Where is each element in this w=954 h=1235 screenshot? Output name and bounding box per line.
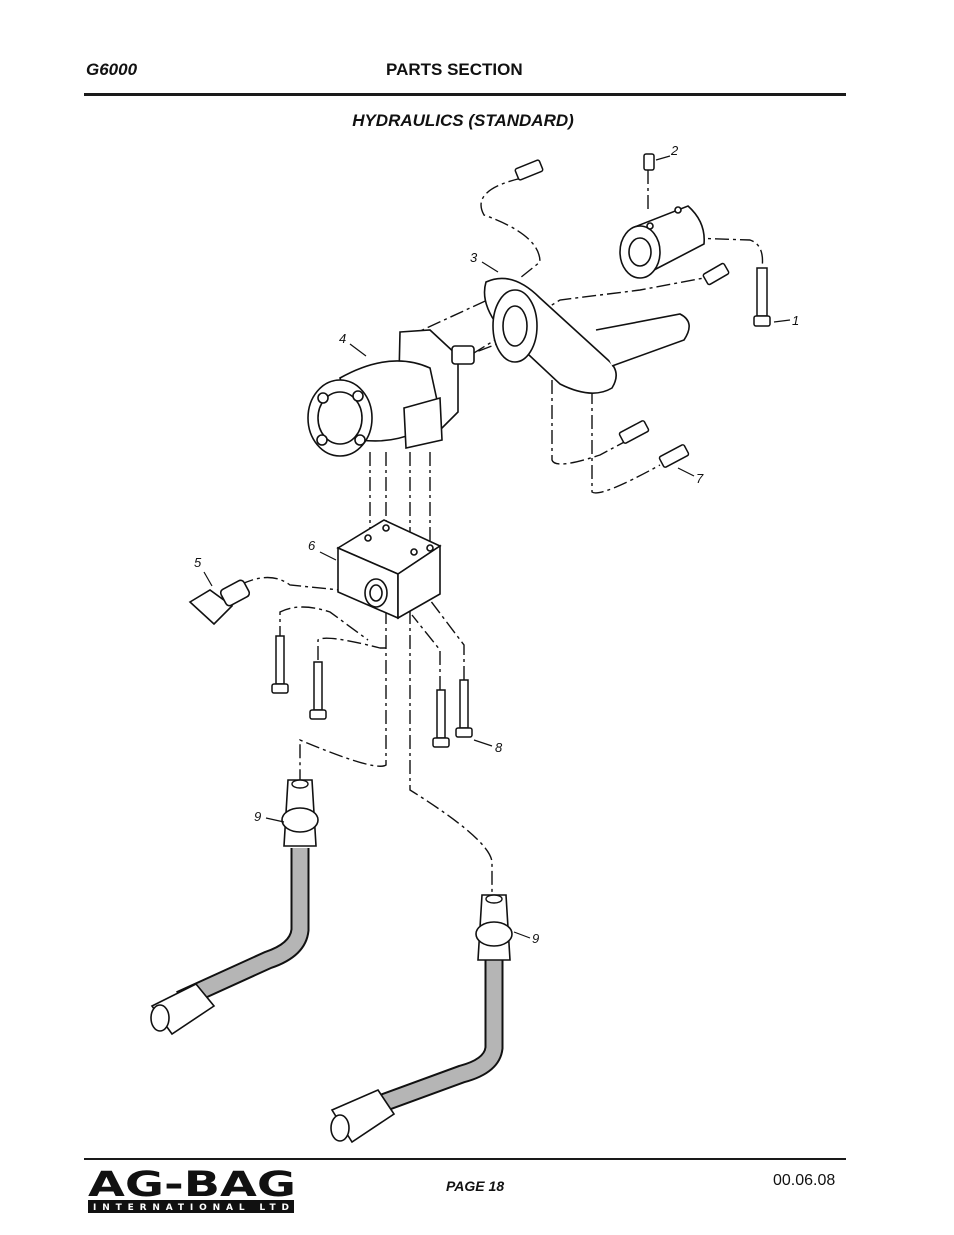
motor-assembly xyxy=(307,329,475,457)
callout-2: 2 xyxy=(670,143,679,158)
hose-assembly-left xyxy=(150,779,319,1036)
ag-bag-logo: AG-BAG INTERNATIONAL LTD xyxy=(88,1165,296,1213)
model-number: G6000 xyxy=(86,60,138,79)
logo-banner xyxy=(88,1200,294,1213)
callout-6: 6 xyxy=(308,538,316,553)
callout-labels: 1 2 3 4 5 6 7 8 9 9 xyxy=(194,143,799,946)
page-number: PAGE 18 xyxy=(446,1178,505,1194)
valve-block xyxy=(336,519,442,620)
revision-date: 00.06.08 xyxy=(773,1172,836,1189)
footer-rule xyxy=(84,1158,846,1160)
logo-wordmark: AG-BAG xyxy=(88,1165,296,1205)
callout-5: 5 xyxy=(194,555,202,570)
header-rule xyxy=(84,93,846,96)
callout-1: 1 xyxy=(792,313,799,328)
mount-bracket xyxy=(483,277,690,394)
callout-9-right: 9 xyxy=(532,931,539,946)
callout-leaders xyxy=(203,155,791,939)
coupler xyxy=(619,205,705,279)
callout-9-left: 9 xyxy=(254,809,261,824)
callout-8: 8 xyxy=(495,740,503,755)
hose-assembly-right xyxy=(330,894,513,1144)
callout-3: 3 xyxy=(470,250,478,265)
callout-4: 4 xyxy=(339,331,346,346)
page-subtitle: HYDRAULICS (STANDARD) xyxy=(352,111,574,130)
bolts xyxy=(271,153,771,748)
section-title: PARTS SECTION xyxy=(386,60,523,79)
logo-subtext: INTERNATIONAL LTD xyxy=(93,1203,289,1213)
fitting-5 xyxy=(188,579,251,626)
callout-7: 7 xyxy=(696,471,704,486)
